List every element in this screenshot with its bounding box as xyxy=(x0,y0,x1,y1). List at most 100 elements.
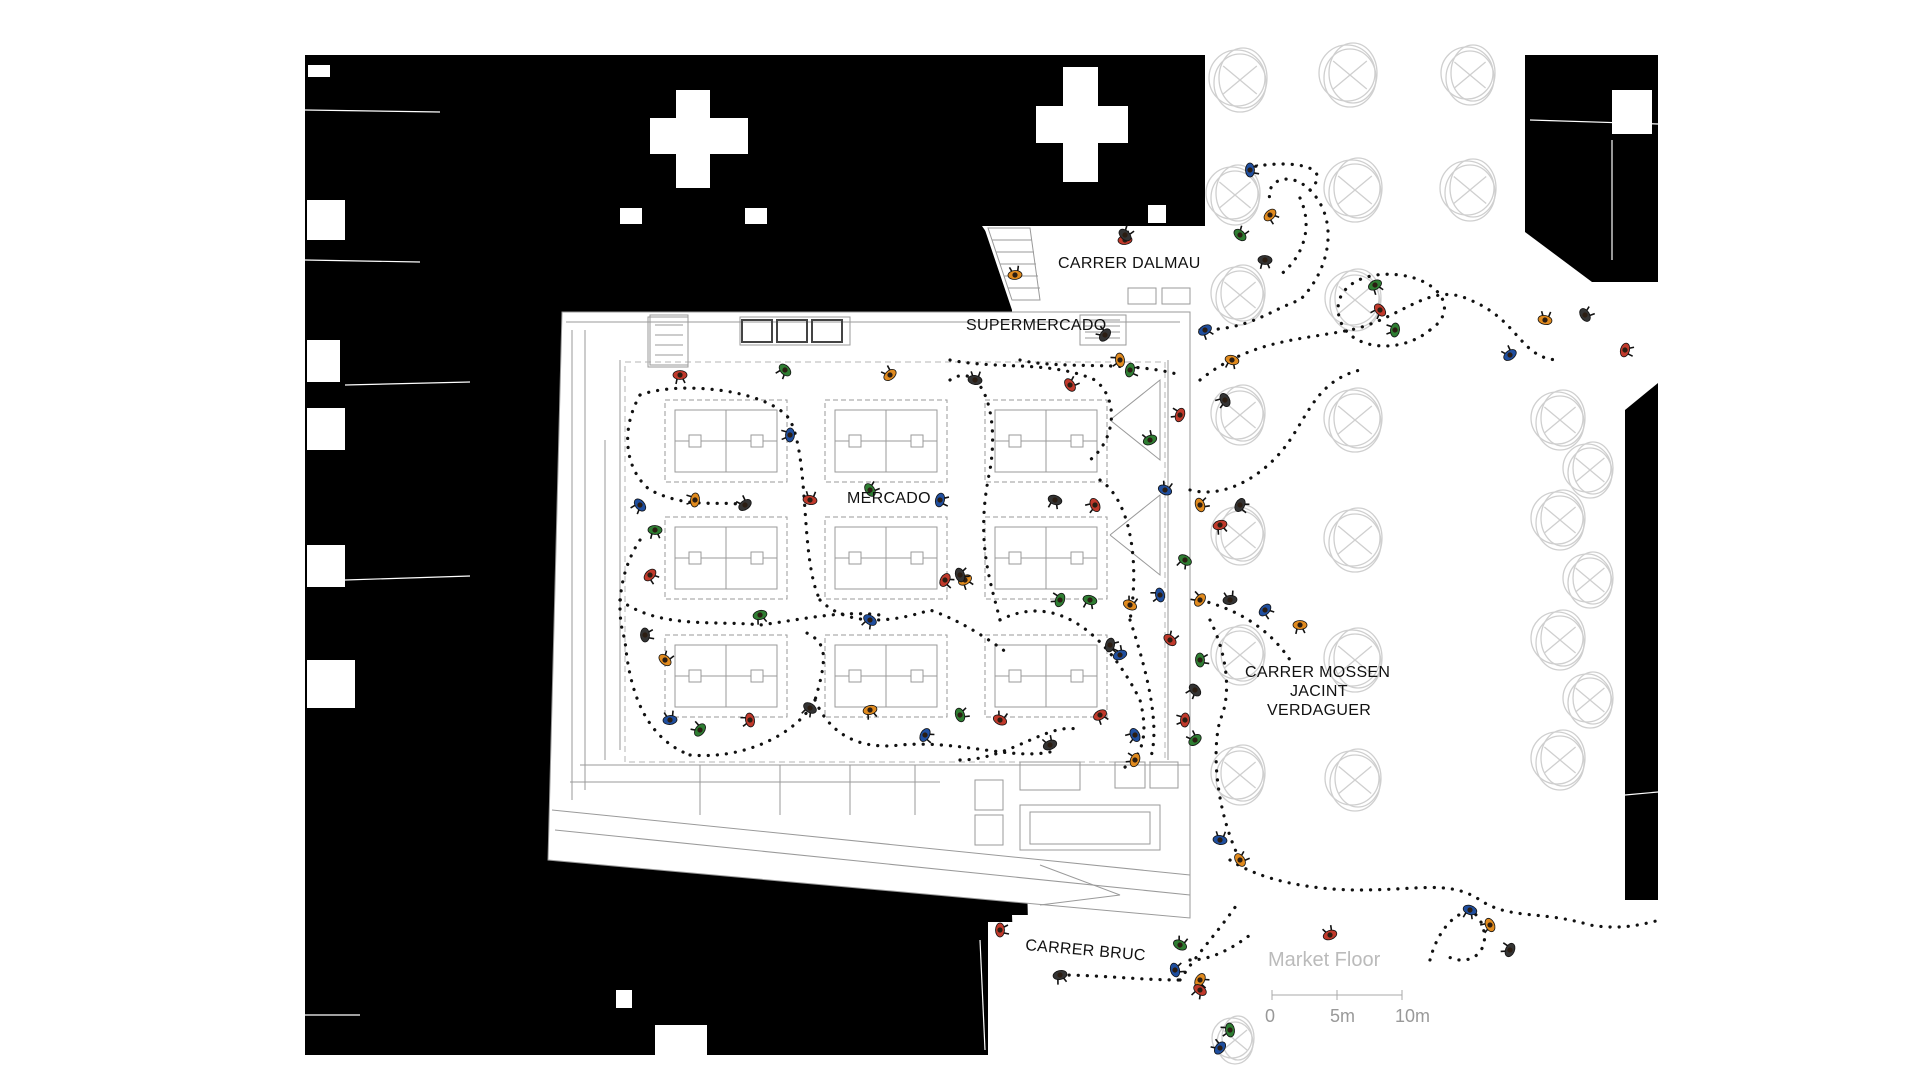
person-topview-icon xyxy=(1234,498,1250,514)
person-topview-icon xyxy=(640,627,655,643)
person-topview-icon xyxy=(1064,375,1080,392)
tree-canopy-icon xyxy=(1210,504,1266,566)
person-topview-icon xyxy=(1322,925,1338,941)
tree-canopy-icon xyxy=(1211,1015,1255,1065)
person-topview-icon xyxy=(967,371,983,385)
person-topview-icon xyxy=(1212,831,1228,845)
person-topview-icon xyxy=(880,365,897,382)
person-topview-icon xyxy=(1214,393,1231,409)
person-topview-icon xyxy=(1111,645,1128,661)
person-topview-icon xyxy=(740,712,755,728)
person-topview-icon xyxy=(1194,497,1210,513)
tree-canopy-icon xyxy=(1530,389,1586,451)
person-topview-icon xyxy=(1245,162,1260,178)
person-topview-icon xyxy=(1370,303,1387,320)
person-topview-icon xyxy=(1368,279,1384,296)
person-topview-icon xyxy=(1195,652,1210,668)
person-topview-icon xyxy=(658,650,675,667)
person-topview-icon xyxy=(1047,494,1063,510)
tree-canopy-icon xyxy=(1323,507,1383,573)
scale-tick-0: 0 xyxy=(1265,1006,1275,1026)
plaza-trees xyxy=(1205,42,1614,1065)
person-topview-icon xyxy=(1462,904,1478,920)
person-topview-icon xyxy=(1224,354,1240,370)
market-stalls xyxy=(664,399,1108,718)
person-topview-icon xyxy=(1104,637,1120,653)
market-stall xyxy=(664,634,788,718)
tree-canopy-icon xyxy=(1439,158,1497,222)
tree-canopy-icon xyxy=(1210,384,1266,446)
person-topview-icon xyxy=(1191,984,1207,1000)
person-topview-icon xyxy=(992,710,1009,726)
person-topview-icon xyxy=(1141,429,1158,446)
tree-canopy-icon xyxy=(1318,42,1378,108)
tree-canopy-icon xyxy=(1205,164,1261,226)
label-carrer-mossen-3: VERDAGUER xyxy=(1267,702,1371,719)
person-topview-icon xyxy=(1169,962,1185,978)
person-topview-icon xyxy=(735,495,752,511)
pedestrian-flows xyxy=(618,162,1662,982)
person-topview-icon xyxy=(690,720,706,737)
person-topview-icon xyxy=(939,573,955,589)
person-topview-icon xyxy=(864,481,881,497)
person-topview-icon xyxy=(1052,969,1068,985)
person-topview-icon xyxy=(1185,730,1202,746)
person-topview-icon xyxy=(1258,603,1275,620)
market-stall xyxy=(984,634,1108,718)
person-topview-icon xyxy=(802,491,818,505)
person-topview-icon xyxy=(752,609,768,625)
person-topview-icon xyxy=(1041,735,1058,751)
person-topview-icon xyxy=(1198,324,1214,341)
tree-canopy-icon xyxy=(1323,387,1383,453)
person-topview-icon xyxy=(1157,480,1173,496)
person-topview-icon xyxy=(647,525,663,540)
tree-canopy-icon xyxy=(1323,627,1383,693)
person-topview-icon xyxy=(1537,310,1553,326)
person-topview-icon xyxy=(801,702,817,718)
label-carrer-mossen-2: JACINT xyxy=(1290,683,1348,700)
label-carrer-dalmau: CARRER DALMAU xyxy=(1058,255,1201,272)
label-carrer-mossen-1: CARRER MOSSEN xyxy=(1245,664,1390,681)
person-topview-icon xyxy=(995,922,1010,938)
person-topview-icon xyxy=(1093,709,1109,726)
person-topview-icon xyxy=(861,614,877,630)
person-topview-icon xyxy=(1125,752,1141,768)
person-topview-icon xyxy=(1185,683,1202,700)
person-topview-icon xyxy=(1118,225,1135,242)
scale-tick-10m: 10m xyxy=(1395,1006,1430,1026)
person-topview-icon xyxy=(1050,592,1066,608)
tree-canopy-icon xyxy=(1210,624,1266,686)
person-topview-icon xyxy=(1210,1038,1227,1055)
person-topview-icon xyxy=(1500,345,1517,361)
market-stall xyxy=(984,399,1108,483)
tree-canopy-icon xyxy=(1530,729,1586,791)
person-topview-icon xyxy=(1082,594,1098,610)
person-topview-icon xyxy=(1190,590,1206,607)
person-topview-icon xyxy=(1123,595,1139,611)
person-topview-icon xyxy=(1194,973,1210,989)
person-topview-icon xyxy=(630,498,647,515)
label-mercado: MERCADO xyxy=(847,490,931,507)
person-topview-icon xyxy=(1234,850,1251,867)
person-topview-icon xyxy=(1150,587,1166,603)
market-stall xyxy=(664,516,788,600)
person-topview-icon xyxy=(1176,712,1190,728)
person-topview-icon xyxy=(1095,325,1111,342)
person-topview-icon xyxy=(1124,728,1141,744)
person-topview-icon xyxy=(1479,917,1496,934)
person-topview-icon xyxy=(1386,322,1400,338)
person-topview-icon xyxy=(1619,342,1635,358)
person-topview-icon xyxy=(781,427,795,443)
tree-canopy-icon xyxy=(1323,157,1383,223)
tree-canopy-icon xyxy=(1324,268,1382,332)
market-stall xyxy=(824,399,948,483)
person-topview-icon xyxy=(1084,497,1101,514)
person-topview-icon xyxy=(1176,554,1192,570)
tree-canopy-icon xyxy=(1324,748,1382,812)
tree-canopy-icon xyxy=(1530,609,1586,671)
person-topview-icon xyxy=(672,370,688,385)
person-topview-icon xyxy=(954,567,970,583)
person-topview-icon xyxy=(1222,590,1238,605)
person-topview-icon xyxy=(1263,208,1280,225)
